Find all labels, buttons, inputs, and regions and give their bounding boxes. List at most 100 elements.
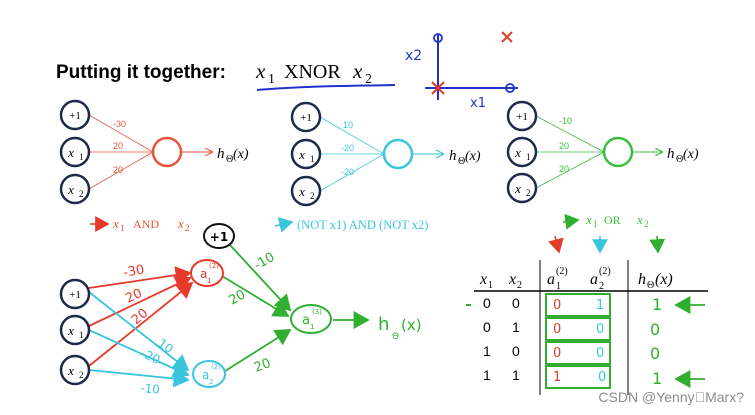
xnor-edge-blue-1: [88, 291, 190, 372]
th-a1-sub: 1: [556, 281, 561, 292]
or-label-x2: x: [514, 181, 521, 196]
cell-r0-x1: 0: [483, 295, 491, 311]
cell-r3-a1: 1: [553, 370, 561, 385]
xnor-edge-red-3: [88, 281, 194, 367]
nor-output-h-sub: Θ: [458, 156, 465, 167]
or-node-bias: [506, 100, 538, 132]
and-edge-bias: [88, 114, 154, 153]
sketch-x2-label: x2: [405, 48, 422, 64]
title-x1-sub: 1: [268, 72, 275, 87]
xnor-output-h-arg: (x): [401, 316, 422, 334]
cell-r1-h: 0: [650, 320, 660, 339]
and-caption-x2: x: [177, 216, 184, 231]
th-h-sub: Θ: [647, 280, 654, 291]
and-label-bias: +1: [69, 110, 81, 122]
and-output-h-sub: Θ: [226, 154, 233, 165]
nor-edge-x2: [319, 153, 385, 192]
nor-output-h-arg: (x): [465, 149, 481, 164]
network-and: +1 x 1 x 2 -30 20 20 h Θ (x) x 1 AND x 2: [59, 99, 249, 233]
xnor-hidden-a2-sup: (2): [211, 363, 221, 371]
xnor-weight-red-3: 20: [129, 306, 151, 328]
title: Putting it together: x 1 XNOR x 2: [56, 59, 396, 91]
xnor-hidden-a1-label: a: [200, 267, 207, 281]
xnor-node-x1: [59, 314, 91, 346]
nor-caption: (NOT x1) AND (NOT x2): [297, 218, 428, 232]
nor-weight-bias: 10: [343, 120, 353, 130]
or-node-x2: [506, 172, 538, 204]
or-caption-x2-sub: 2: [644, 219, 649, 229]
xnor-hidden-a1: [190, 259, 224, 287]
cell-r3-x2: 1: [512, 367, 520, 383]
title-underline: [256, 84, 396, 91]
sketch-point-x: [431, 81, 445, 95]
nor-node-x1: [290, 138, 322, 170]
or-output-h: h: [667, 146, 675, 162]
or-label-x2-sub: 2: [526, 188, 531, 198]
cell-r3-h: 1: [652, 369, 662, 388]
cell-r2-x2: 0: [512, 343, 520, 359]
th-x2: x: [508, 271, 516, 288]
xnor-output-sup: (3): [312, 308, 322, 316]
title-x1: x: [255, 59, 266, 83]
cell-r0-h: 1: [652, 295, 662, 314]
nor-caption-arrow: [274, 217, 294, 233]
cell-r1-box: [545, 317, 611, 341]
cell-r0-a1: 0: [553, 298, 561, 313]
title-op: XNOR: [284, 61, 341, 83]
th-x1: x: [479, 271, 487, 288]
and-caption-x1: x: [112, 216, 119, 231]
xnor-node-bias-top: [203, 223, 235, 249]
sketch-x1-label: x1: [470, 96, 486, 111]
xnor-label-bias: +1: [69, 289, 81, 301]
xnor-label-bias-top: +1: [210, 230, 228, 244]
network-or: +1 x 1 x 2 -10 20 20 h Θ (x) x 1 OR x 2: [506, 100, 699, 230]
cell-r1-x1: 0: [483, 319, 491, 335]
nor-edge-bias: [319, 116, 385, 155]
and-caption-x2-sub: 2: [185, 223, 190, 233]
and-node-x2: [59, 173, 91, 205]
cell-r0-a2: 1: [596, 298, 604, 313]
and-label-x1-sub: 1: [79, 152, 84, 162]
xnor-weight-green-1: -10: [252, 250, 278, 274]
xnor-weight-red-1: -30: [122, 262, 146, 280]
th-h: h: [638, 271, 646, 288]
cell-r1-x2: 1: [512, 319, 520, 335]
nor-label-bias: +1: [300, 112, 312, 124]
or-weight-x1: 20: [559, 141, 569, 151]
sketch-point-o: [505, 83, 515, 93]
and-output-h-arg: (x): [233, 147, 249, 162]
nor-label-x1: x: [298, 147, 305, 162]
or-label-x1-sub: 1: [526, 152, 531, 162]
cell-r1-a2: 0: [596, 322, 604, 337]
network-xnor: +1 x 1 x 2 +1 a (2) 1 a (2) 2 a (3) 1 -3…: [59, 223, 422, 397]
table-arrow-a1: [548, 235, 564, 254]
cell-r3-x1: 1: [483, 367, 491, 383]
and-node-x1: [59, 136, 91, 168]
truth-table: x 1 x 2 a (2) 1 a (2) 2 h Θ (x) 0 0 0 1 …: [466, 235, 708, 395]
nor-weight-x1: -20: [341, 143, 354, 153]
and-label-x1: x: [67, 145, 74, 160]
nor-node-x2: [290, 175, 322, 207]
cell-r3-box: [545, 365, 611, 389]
xnor-label-x1-sub: 1: [79, 330, 84, 340]
or-caption-x1: x: [585, 212, 592, 227]
th-a2: a: [590, 271, 598, 288]
sketch-point-o: [433, 33, 443, 43]
xnor-output-h-sub: Θ: [392, 332, 399, 342]
or-caption-x1-sub: 1: [593, 219, 598, 229]
and-label-x2: x: [67, 182, 74, 197]
or-label-x1: x: [514, 145, 521, 160]
and-weight-x1: 20: [113, 141, 123, 151]
network-nor: +1 x 1 x 2 10 -20 -20 h Θ (x) (NOT x1) A…: [274, 101, 481, 233]
title-x2-sub: 2: [365, 72, 372, 87]
or-node-x1: [506, 136, 538, 168]
and-label-x2-sub: 2: [79, 189, 84, 199]
or-edge-bias: [535, 115, 605, 153]
or-caption-x2: x: [636, 212, 643, 227]
xnor-label-x1: x: [67, 323, 74, 338]
xnor-edge-red-1: [88, 266, 192, 289]
and-caption-x1-sub: 1: [120, 223, 125, 233]
cell-r2-box: [545, 341, 611, 365]
